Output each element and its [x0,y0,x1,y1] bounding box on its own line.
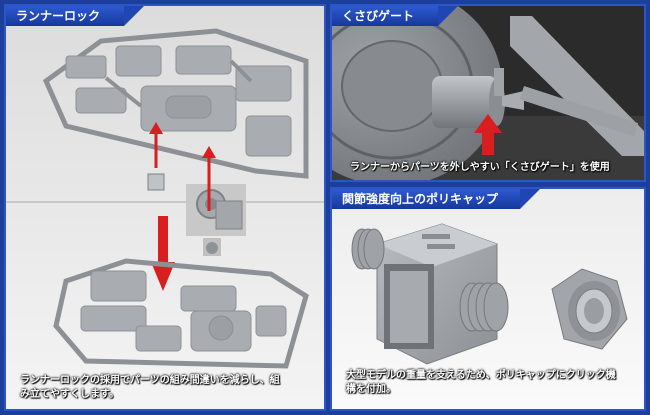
wedge-gate [502,91,524,110]
polycap-caption-line1: 大型モデルの重量を支えるため、ポリキャップにクリック機 [346,370,616,381]
runner-lock-caption: ランナーロックの採用でパーツの組み間違いを減らし、組 み立てやすくします。 [20,374,320,402]
lower-runner [53,258,309,369]
arrow-down-icon [151,216,175,291]
arrow-up-icon [202,146,216,211]
polycap-ring [551,268,628,350]
polycap-photo [332,189,644,409]
polycap-cube [351,223,509,365]
wedge-gate-photo [332,6,644,180]
wedge-gate-title: くさびゲート [332,6,458,26]
runner-lock-panel: ランナーロック ランナーロックの採用でパーツの組み間違いを減らし、組 み立てやす… [4,4,326,411]
runner-lock-caption-line2: み立てやすくします。 [20,389,119,400]
polycap-panel: 関節強度向上のポリキャップ 大型モデルの重量を支えるため、ポリキャップにクリック… [330,187,646,411]
polycap-caption-line2: 構を付加。 [346,384,396,395]
runner-lock-photo [6,6,324,409]
runner-lock-caption-line1: ランナーロックの採用でパーツの組み間違いを減らし、組 [20,375,280,386]
loose-parts [147,173,246,256]
wedge-gate-caption: ランナーからパーツを外しやすい「くさびゲート」を使用 [350,162,610,173]
part-cylinder [432,76,497,128]
polycap-title: 関節強度向上のポリキャップ [332,189,540,209]
runner-lock-title: ランナーロック [6,6,144,26]
upper-runner [42,28,309,179]
arrow-up-icon [149,122,163,168]
wedge-gate-panel: くさびゲート ランナーからパーツを外しやすい「くさびゲート」を使用 [330,4,646,182]
polycap-caption: 大型モデルの重量を支えるため、ポリキャップにクリック機 構を付加。 [346,369,641,397]
arrow-up-icon [474,114,502,155]
